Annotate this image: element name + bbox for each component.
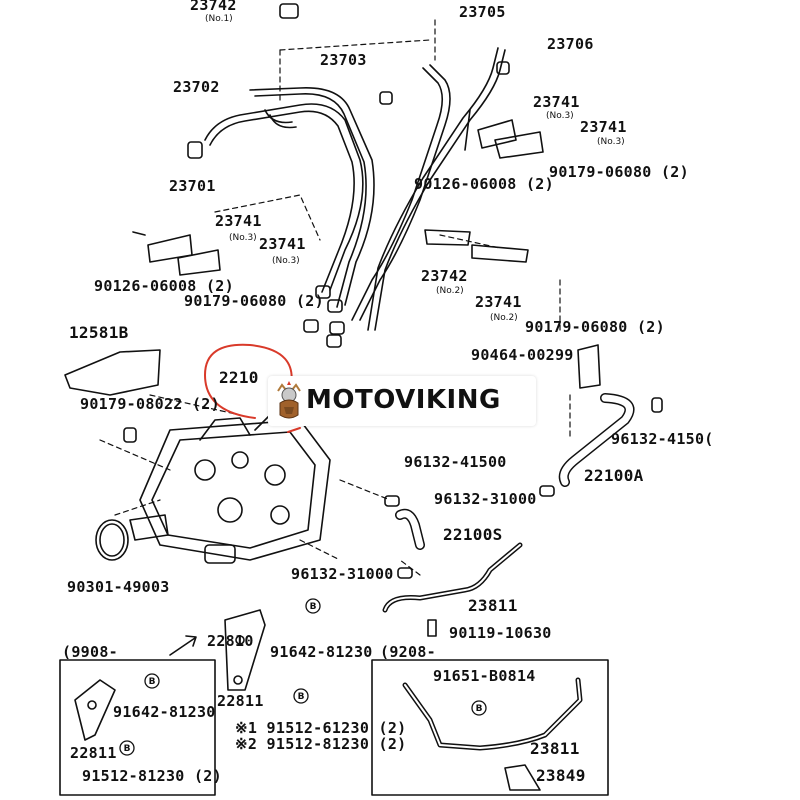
part-note-23742a: (No.1) bbox=[205, 14, 233, 24]
part-label-22810: 22810 bbox=[207, 632, 254, 650]
part-label-12581b: 12581B bbox=[69, 323, 129, 342]
part-label-23811b: 23811 bbox=[530, 739, 580, 758]
part-label-91512b: ※2 91512-81230 (2) bbox=[235, 735, 407, 753]
part-note-23742b: (No.2) bbox=[436, 286, 464, 296]
part-label-23702: 23702 bbox=[173, 78, 220, 96]
watermark-banner: MOTOVIKING bbox=[268, 376, 536, 426]
part-label-9908: (9908- bbox=[62, 643, 118, 661]
injection-pipes bbox=[204, 47, 506, 331]
part-label-91651: 91651-B0814 bbox=[433, 667, 536, 685]
part-label-90179a-b: 90179-06080 (2) bbox=[549, 163, 689, 181]
o-ring-shape bbox=[95, 519, 129, 561]
part-note-23741e: (No.2) bbox=[490, 313, 518, 323]
part-label-96132c: 96132-31000 bbox=[434, 490, 537, 508]
part-label-9208: (9208- bbox=[380, 643, 436, 661]
badge-b-4: B bbox=[124, 744, 131, 754]
part-label-23741c: 23741 bbox=[215, 212, 262, 230]
part-label-23811a: 23811 bbox=[468, 596, 518, 615]
pipe-nuts bbox=[187, 3, 510, 348]
part-label-90179b: 90179-06080 (2) bbox=[184, 292, 324, 310]
part-label-90119: 90119-10630 bbox=[449, 624, 552, 642]
part-label-96132b: 96132-41500 bbox=[404, 453, 507, 471]
part-label-23705: 23705 bbox=[459, 3, 506, 21]
watermark-brand-text: MOTOVIKING bbox=[306, 385, 501, 415]
inset-box-left bbox=[59, 659, 216, 796]
part-note-23741b: (No.3) bbox=[597, 137, 625, 147]
part-label-96132d: 96132-31000 bbox=[291, 565, 394, 583]
part-label-23701: 23701 bbox=[169, 177, 216, 195]
part-label-23703: 23703 bbox=[320, 51, 367, 69]
part-label-22811b: 22811 bbox=[70, 744, 117, 762]
part-label-90126a: 90126-06008 (2) bbox=[414, 175, 554, 193]
part-label-90179c: 90179-06080 (2) bbox=[525, 318, 665, 336]
part-label-23742a: 23742 bbox=[190, 0, 237, 14]
badge-b-1: B bbox=[310, 602, 317, 612]
part-label-23849: 23849 bbox=[536, 766, 586, 785]
part-label-91642b: 91642-81230 bbox=[113, 703, 216, 721]
viking-logo-icon bbox=[277, 381, 301, 419]
part-label-22100s: 22100S bbox=[443, 525, 503, 544]
part-label-23706: 23706 bbox=[547, 35, 594, 53]
part-label-91512c: 91512-81230 (2) bbox=[82, 767, 222, 785]
clamp-brackets bbox=[132, 109, 544, 276]
part-label-90301: 90301-49003 bbox=[67, 578, 170, 596]
badge-b-5: B bbox=[476, 704, 483, 714]
part-label-23741a: 23741 bbox=[533, 93, 580, 111]
bracket-12581b-shape bbox=[64, 349, 161, 396]
injection-pump bbox=[129, 414, 331, 564]
part-label-22811a: 22811 bbox=[217, 692, 264, 710]
part-label-22100a: 22100A bbox=[584, 466, 644, 485]
inset-box-right bbox=[371, 659, 609, 796]
part-label-23742b: 23742 bbox=[421, 267, 468, 285]
part-label-90464: 90464-00299 bbox=[471, 346, 574, 364]
part-label-91512a: ※1 91512-61230 (2) bbox=[235, 719, 407, 737]
part-label-90126b: 90126-06008 (2) bbox=[94, 277, 234, 295]
badge-circles bbox=[119, 598, 487, 756]
badge-b-3: B bbox=[298, 692, 305, 702]
badge-b-2: B bbox=[149, 677, 156, 687]
part-label-23741e: 23741 bbox=[475, 293, 522, 311]
part-note-23741c: (No.3) bbox=[229, 233, 257, 243]
part-note-23741a: (No.3) bbox=[546, 111, 574, 121]
part-note-23741d: (No.3) bbox=[272, 256, 300, 266]
part-label-90179d: 90179-08022 (2) bbox=[80, 395, 220, 413]
part-label-91642a: 91642-81230 bbox=[270, 643, 373, 661]
part-label-23741d: 23741 bbox=[259, 235, 306, 253]
part-label-23741b: 23741 bbox=[580, 118, 627, 136]
part-label-96132a: 96132-4150( bbox=[611, 430, 714, 448]
callout-partial-label: 2210 bbox=[219, 368, 259, 387]
